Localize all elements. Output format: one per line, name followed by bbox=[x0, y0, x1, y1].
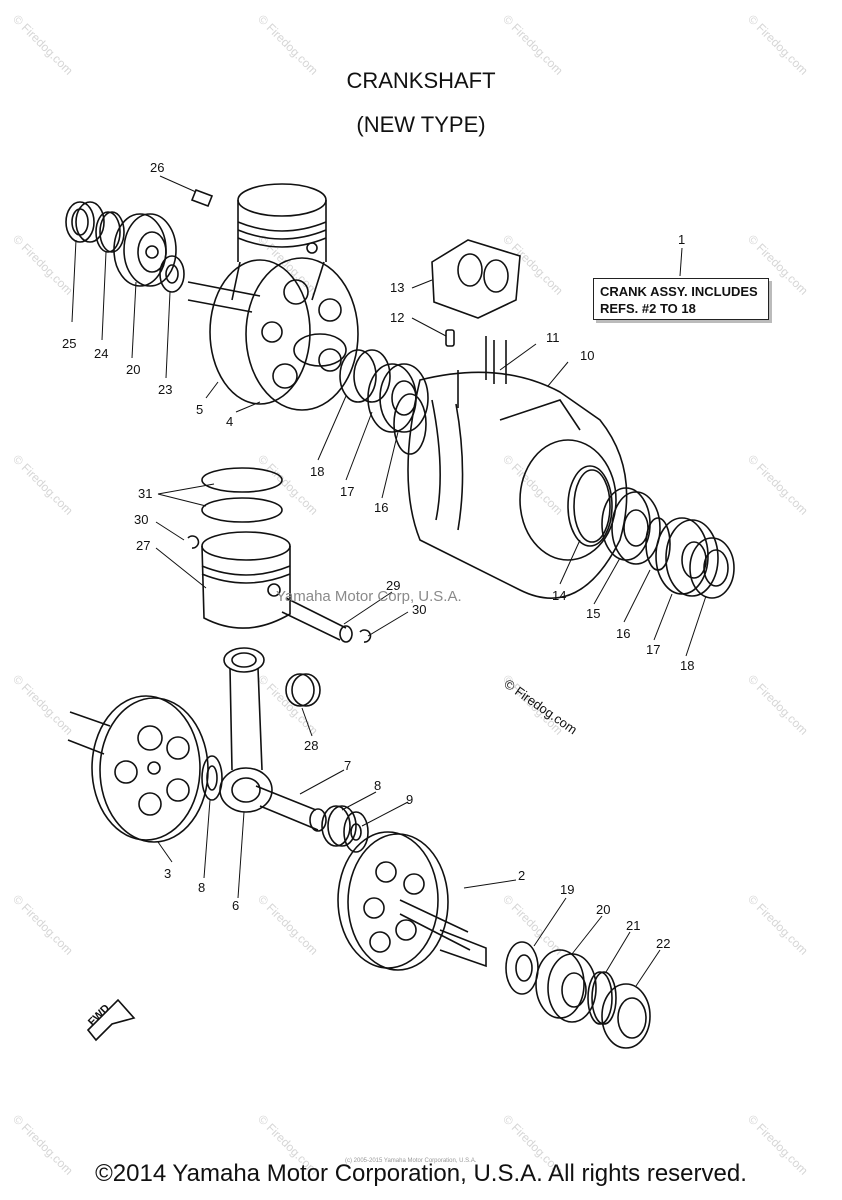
seal-22 bbox=[601, 983, 651, 1049]
callout-16-lower: 16 bbox=[616, 626, 631, 641]
bearing-group-upper bbox=[339, 349, 429, 455]
piston-pin-29 bbox=[281, 597, 353, 643]
washer-23 bbox=[159, 255, 185, 293]
callout-19: 19 bbox=[560, 882, 575, 897]
callout-31: 31 bbox=[138, 486, 153, 501]
key-26 bbox=[190, 188, 214, 208]
tiny-copyright: (c) 2005-2015 Yamaha Motor Corporation, … bbox=[345, 1158, 477, 1164]
callout-1: 1 bbox=[678, 232, 686, 247]
piston-upper bbox=[231, 183, 327, 301]
bearing-20-lower bbox=[535, 949, 597, 1023]
needle-bearing-8 bbox=[321, 805, 357, 847]
callout-15: 15 bbox=[586, 606, 601, 621]
studs-11 bbox=[457, 336, 507, 408]
fwd-arrow bbox=[86, 998, 136, 1042]
callout-9: 9 bbox=[406, 792, 414, 807]
callout-2: 2 bbox=[518, 868, 526, 883]
callout-24: 24 bbox=[94, 346, 109, 361]
callout-4: 4 bbox=[226, 414, 234, 429]
piston-rings-31 bbox=[201, 467, 283, 523]
callout-30-right: 30 bbox=[412, 602, 427, 617]
pin-12 bbox=[445, 329, 455, 347]
note-line-1: CRANK ASSY. INCLUDES bbox=[600, 284, 758, 299]
callout-3: 3 bbox=[164, 866, 172, 881]
callout-18-upper: 18 bbox=[310, 464, 325, 479]
washer-9 bbox=[343, 811, 369, 853]
crankcase-10 bbox=[407, 371, 628, 599]
callout-12: 12 bbox=[390, 310, 405, 325]
callout-8-lower: 8 bbox=[198, 880, 206, 895]
callout-28: 28 bbox=[304, 738, 319, 753]
leader-lines bbox=[71, 175, 707, 987]
callout-20-upper: 20 bbox=[126, 362, 141, 377]
callout-26: 26 bbox=[150, 160, 165, 175]
callout-18-lower: 18 bbox=[680, 658, 695, 673]
callout-27: 27 bbox=[136, 538, 151, 553]
crank-wheel-3 bbox=[67, 695, 209, 843]
callout-14: 14 bbox=[552, 588, 567, 603]
crank-wheel-2 bbox=[337, 831, 487, 971]
callout-8-upper: 8 bbox=[374, 778, 382, 793]
crank-wheel-upper bbox=[187, 257, 359, 411]
clip-30-left bbox=[187, 535, 200, 549]
oil-seal-25 bbox=[65, 201, 105, 243]
crank-assy-note: CRANK ASSY. INCLUDES REFS. #2 TO 18 bbox=[593, 278, 769, 320]
copyright-footer: ©2014 Yamaha Motor Corporation, U.S.A. A… bbox=[95, 1160, 747, 1187]
watermark-yamaha: Yamaha Motor Corp, U.S.A. bbox=[276, 588, 462, 605]
callout-13: 13 bbox=[390, 280, 405, 295]
ring-21 bbox=[587, 971, 617, 1025]
bearing-cage-13 bbox=[431, 239, 521, 319]
diagram-subtitle: (NEW TYPE) bbox=[356, 112, 486, 137]
o-ring-14 bbox=[567, 465, 613, 547]
conrod-6 bbox=[219, 647, 273, 813]
callout-11: 11 bbox=[546, 330, 560, 345]
callout-25: 25 bbox=[62, 336, 77, 351]
callout-10: 10 bbox=[580, 348, 595, 363]
ring-24 bbox=[95, 211, 125, 253]
crank-pin-7 bbox=[255, 785, 327, 832]
callout-7: 7 bbox=[344, 758, 352, 773]
callout-29: 29 bbox=[386, 578, 401, 593]
needle-bearing-28 bbox=[285, 673, 321, 707]
bearing-17-lower bbox=[655, 517, 719, 597]
callout-21: 21 bbox=[626, 918, 641, 933]
bearing-20-upper bbox=[113, 213, 177, 287]
callout-22: 22 bbox=[656, 936, 671, 951]
callout-5: 5 bbox=[196, 402, 204, 417]
callout-16-upper: 16 bbox=[374, 500, 389, 515]
diagram-title: CRANKSHAFT bbox=[346, 68, 496, 93]
washer-19 bbox=[505, 941, 539, 995]
washer-8-left bbox=[201, 755, 223, 801]
seal-18-lower bbox=[689, 537, 735, 599]
piston-27 bbox=[201, 531, 291, 629]
callout-23: 23 bbox=[158, 382, 173, 397]
note-line-2: REFS. #2 TO 18 bbox=[600, 301, 696, 316]
callout-17-upper: 17 bbox=[340, 484, 355, 499]
callout-17-lower: 17 bbox=[646, 642, 661, 657]
callout-6: 6 bbox=[232, 898, 240, 913]
callout-30-left: 30 bbox=[134, 512, 149, 527]
callout-20-lower: 20 bbox=[596, 902, 611, 917]
clip-30-right bbox=[359, 629, 372, 643]
